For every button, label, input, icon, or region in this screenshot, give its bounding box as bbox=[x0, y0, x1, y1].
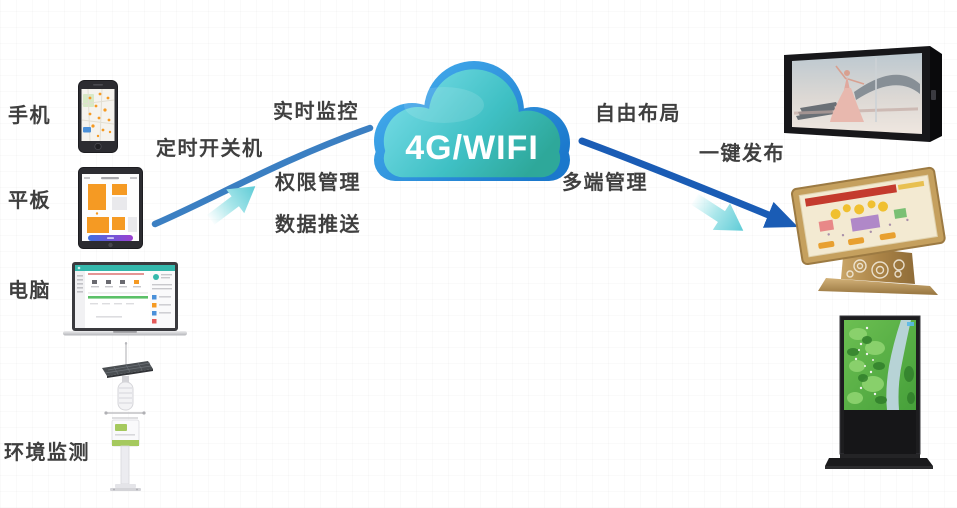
cloud-body bbox=[383, 69, 561, 178]
env-station-illustration bbox=[102, 342, 153, 491]
computer-label: 电脑 bbox=[8, 280, 51, 302]
tablet-illustration bbox=[78, 167, 143, 249]
feature-data-push: 数据推送 bbox=[275, 214, 361, 236]
phone-label: 手机 bbox=[8, 105, 51, 127]
feature-one-click-publish: 一键发布 bbox=[699, 143, 785, 165]
feature-realtime-monitor: 实时监控 bbox=[273, 101, 359, 123]
touch-table-illustration bbox=[790, 166, 946, 295]
feature-permission-mgmt: 权限管理 bbox=[275, 172, 361, 194]
phone-illustration bbox=[78, 80, 118, 153]
feature-multi-terminal: 多端管理 bbox=[562, 172, 648, 194]
tablet-label: 平板 bbox=[8, 190, 51, 212]
cloud-4g-wifi: 4G/WIFI bbox=[374, 61, 570, 181]
uplink-curve-arrow bbox=[151, 124, 374, 228]
computer-illustration bbox=[63, 262, 187, 336]
feature-free-layout: 自由布局 bbox=[595, 103, 681, 125]
floor-kiosk-illustration bbox=[825, 315, 933, 469]
env-monitor-label: 环境监测 bbox=[4, 442, 90, 464]
feature-scheduled-power: 定时开关机 bbox=[156, 138, 264, 160]
wall-display-illustration bbox=[784, 46, 942, 142]
cloud-label: 4G/WIFI bbox=[405, 129, 539, 167]
downlink-curve-arrow bbox=[578, 137, 799, 228]
